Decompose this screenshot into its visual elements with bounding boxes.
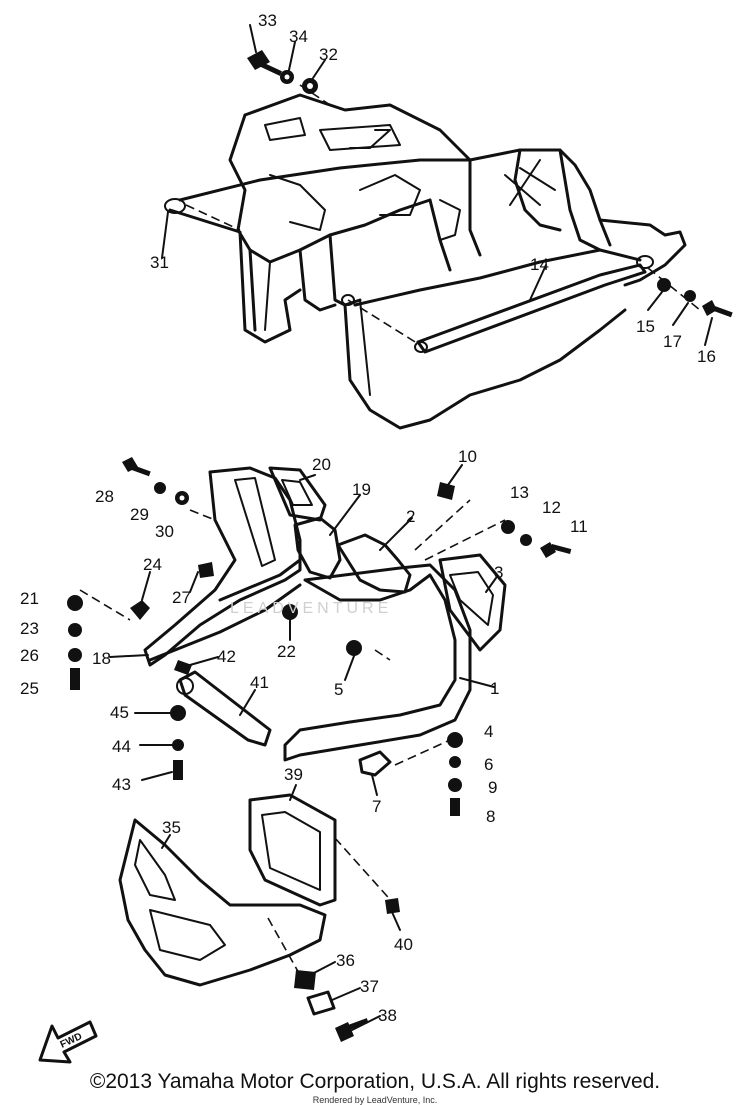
- label-18: 18: [92, 649, 111, 668]
- label-39: 39: [284, 765, 303, 784]
- label-8: 8: [486, 807, 495, 826]
- label-29: 29: [130, 505, 149, 524]
- label-36: 36: [336, 951, 355, 970]
- label-5: 5: [334, 680, 343, 699]
- label-4: 4: [484, 722, 493, 741]
- rendered-by-notice: Rendered by LeadVenture, Inc.: [312, 1095, 438, 1105]
- label-10: 10: [458, 447, 477, 466]
- label-14: 14: [530, 255, 549, 274]
- label-43: 43: [112, 775, 131, 794]
- label-41: 41: [250, 673, 269, 692]
- label-19: 19: [352, 480, 371, 499]
- hardware-middle: [67, 457, 572, 816]
- guard-assembly: [79, 466, 507, 777]
- label-17: 17: [663, 332, 682, 351]
- label-25: 25: [20, 679, 39, 698]
- skid-assembly: [118, 793, 396, 987]
- hardware-top: [247, 50, 733, 318]
- label-1: 1: [490, 679, 499, 698]
- label-32: 32: [319, 45, 338, 64]
- label-15: 15: [636, 317, 655, 336]
- watermark: LEADVENTURE: [230, 600, 393, 617]
- label-21: 21: [20, 589, 39, 608]
- label-23: 23: [20, 619, 39, 638]
- label-20: 20: [312, 455, 331, 474]
- fwd-arrow-icon: FWD: [38, 1020, 98, 1064]
- label-11: 11: [570, 517, 588, 536]
- label-40: 40: [394, 935, 413, 954]
- label-31: 31: [150, 253, 169, 272]
- label-12: 12: [542, 498, 561, 517]
- label-16: 16: [697, 347, 716, 366]
- label-9: 9: [488, 778, 497, 797]
- label-28: 28: [95, 487, 114, 506]
- label-45: 45: [110, 703, 129, 722]
- label-27: 27: [172, 588, 191, 607]
- label-7: 7: [372, 797, 381, 816]
- label-13: 13: [510, 483, 529, 502]
- label-3: 3: [494, 563, 503, 582]
- label-2: 2: [406, 507, 415, 526]
- copyright-notice: ©2013 Yamaha Motor Corporation, U.S.A. A…: [89, 1070, 661, 1093]
- label-26: 26: [20, 646, 39, 665]
- label-38: 38: [378, 1006, 397, 1025]
- part-labels: 33 34 32 31 14 15 17 16 20 28 29 30 19 1…: [20, 11, 716, 1025]
- label-42: 42: [217, 647, 236, 666]
- label-6: 6: [484, 755, 493, 774]
- label-24: 24: [143, 555, 162, 574]
- label-35: 35: [162, 818, 181, 837]
- label-22: 22: [277, 642, 296, 661]
- label-33: 33: [258, 11, 277, 30]
- label-44: 44: [112, 737, 131, 756]
- label-34: 34: [289, 27, 308, 46]
- leader-lines: [109, 24, 713, 1031]
- label-37: 37: [360, 977, 379, 996]
- label-30: 30: [155, 522, 174, 541]
- frame-assembly: [164, 84, 701, 430]
